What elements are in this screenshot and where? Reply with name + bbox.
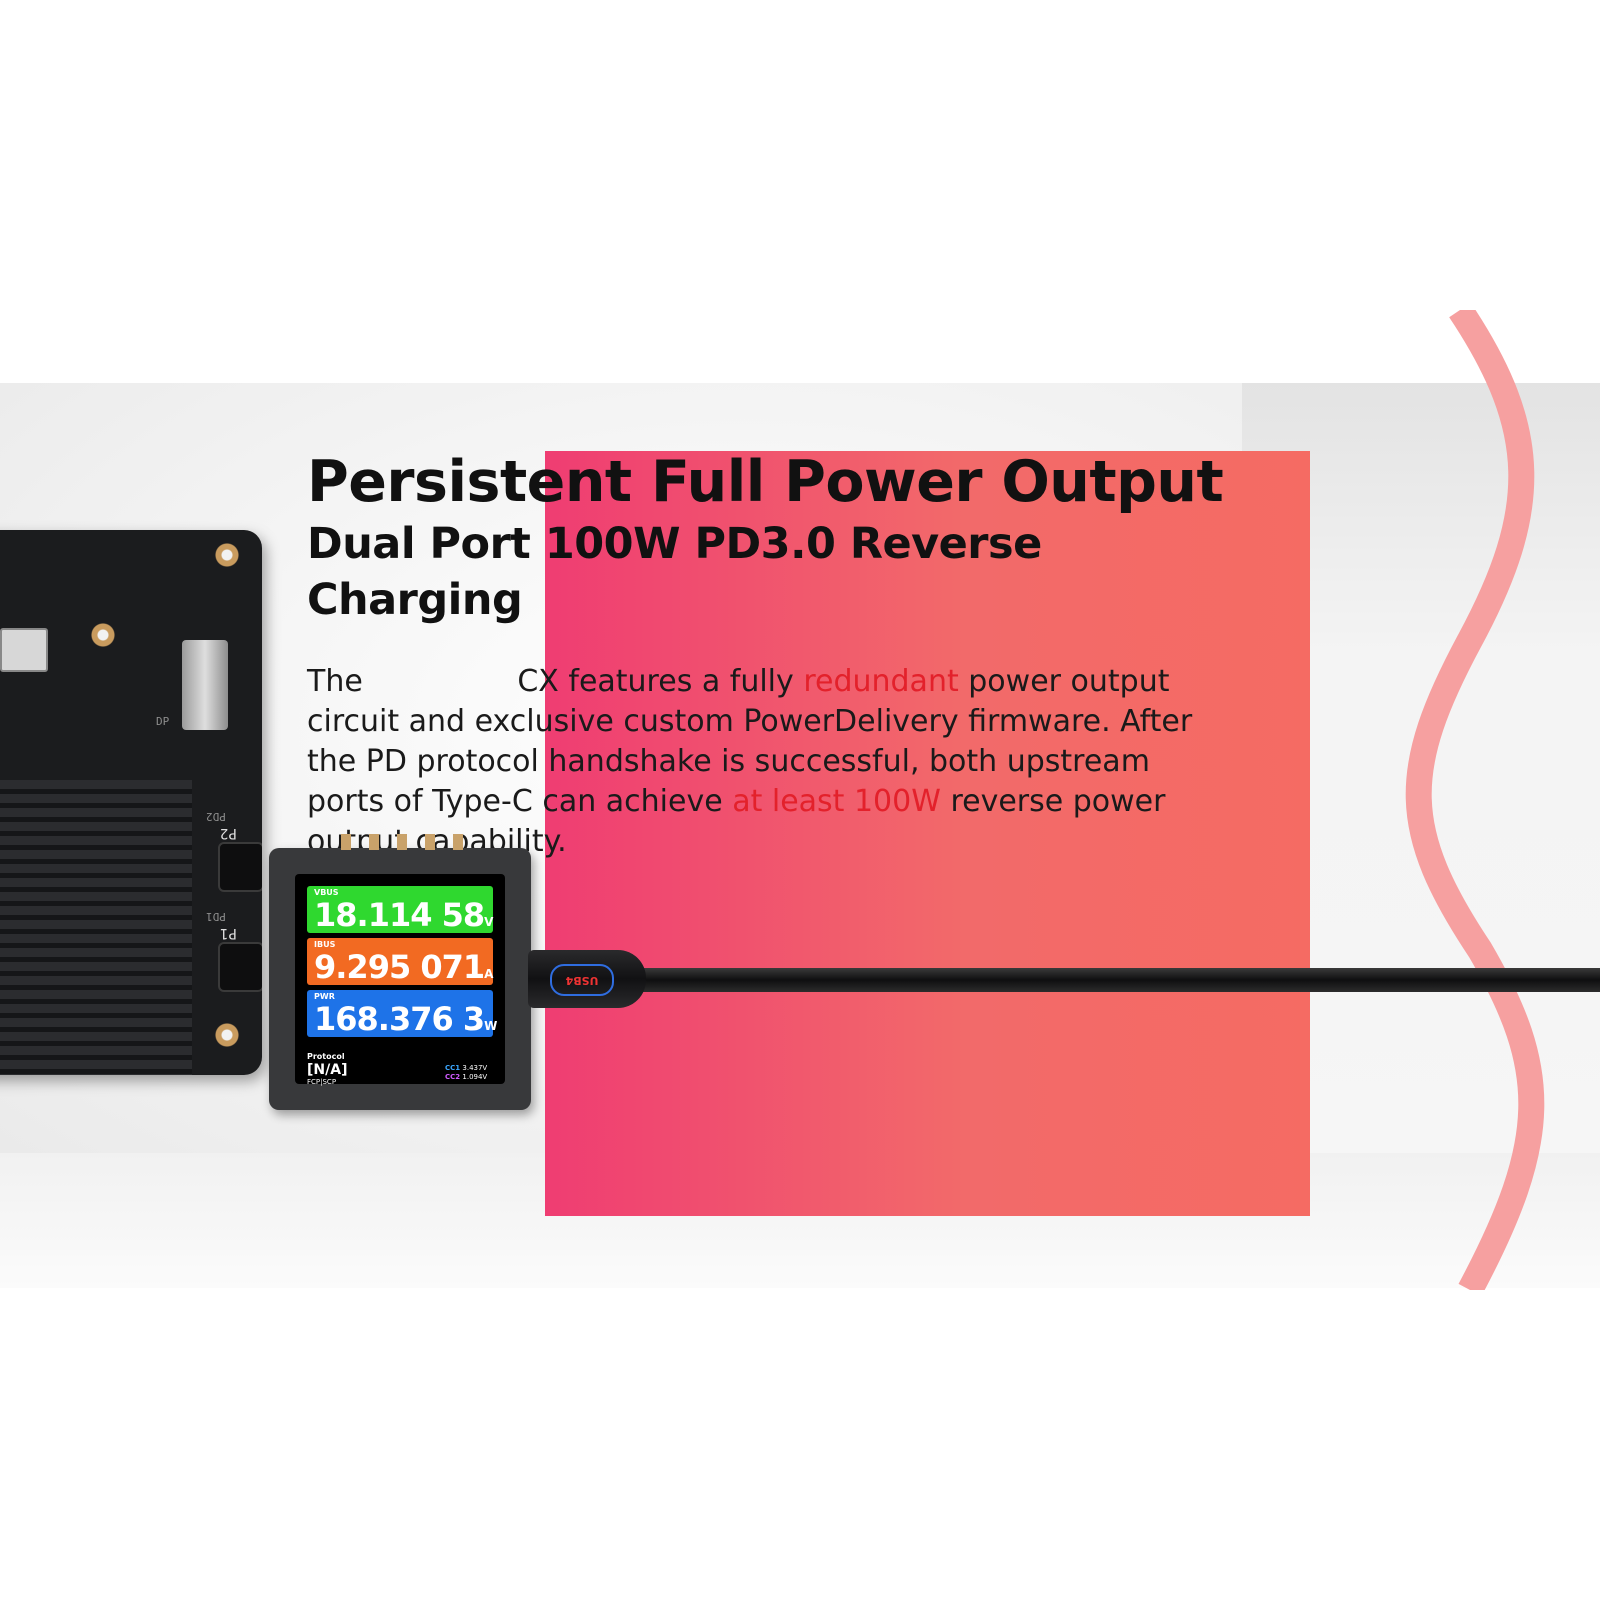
cc2-label: CC2 [445,1073,461,1081]
usb-power-meter: VBUS 18.114 58V IBUS 9.295 071A PWR 168.… [269,834,531,1110]
pink-wave-decoration [1405,310,1545,1290]
pwr-value: 168.376 3W [314,1000,497,1038]
heatsink [0,780,192,1075]
cc1-value: 3.437V [462,1064,488,1072]
highlight-redundant: redundant [803,664,959,699]
ibus-value: 9.295 071A [314,948,493,986]
p2-label: P2 [220,825,237,841]
cc1-label: CC1 [445,1064,461,1072]
displayport-port [182,640,228,730]
mount-hole [88,620,118,650]
description-part2: CX features a fully [517,664,804,699]
pwr-number: 168.376 3 [314,1000,485,1038]
ibus-number: 9.295 071 [314,948,485,986]
usb-c-port-pd2 [218,842,262,892]
headline-title: Persistent Full Power Output [307,449,1224,515]
mount-hole [212,540,242,570]
vbus-readout: VBUS 18.114 58V [307,886,493,934]
pwr-readout: PWR 168.376 3W [307,990,497,1038]
cc1-readout: CC1 3.437V [445,1064,487,1072]
accent-frame [545,451,1310,1216]
usb-c-port-pd1 [218,942,262,992]
circuit-board: DP PD2 P2 PD1 P1 [0,530,262,1075]
usb4-logo: USB4 [550,964,614,996]
protocol-value: [N/A] [307,1062,348,1078]
ibus-readout: IBUS 9.295 071A [307,938,493,986]
ibus-unit: A [484,967,493,981]
cc2-value: 1.094V [462,1073,488,1081]
description-part1: The [307,664,373,699]
p1-label: P1 [220,925,237,941]
vbus-label: VBUS [314,888,339,897]
vbus-unit: V [484,915,493,929]
meter-screen: VBUS 18.114 58V IBUS 9.295 071A PWR 168.… [295,874,505,1086]
pwr-unit: W [484,1019,497,1033]
protocol-label: Protocol [307,1052,345,1061]
pd2-label: PD2 [206,810,226,823]
cc2-readout: CC2 1.094V [445,1073,487,1081]
redacted-brand [372,670,517,696]
usb-cable [640,968,1600,992]
feature-description: The CX features a fully redundant power … [307,662,1207,862]
ibus-label: IBUS [314,940,336,949]
mount-hole [212,1020,242,1050]
protocol-sub: FCP|SCP [307,1078,337,1086]
dp-label: DP [156,715,170,728]
vbus-number: 18.114 58 [314,896,485,934]
vbus-value: 18.114 58V [314,896,493,934]
usb-c-plug: USB4 [528,950,646,1008]
description-part3: power output circuit and exclusive custo… [307,664,1193,819]
headline-subtitle: Dual Port 100W PD3.0 Reverse Charging [307,519,1042,625]
meter-pins [341,834,463,850]
text-block: Persistent Full Power Output Dual Port 1… [307,448,1237,892]
pwr-label: PWR [314,992,335,1001]
board-connector [0,628,48,672]
pd1-label: PD1 [206,910,226,923]
highlight-power: at least 100W [732,784,941,819]
